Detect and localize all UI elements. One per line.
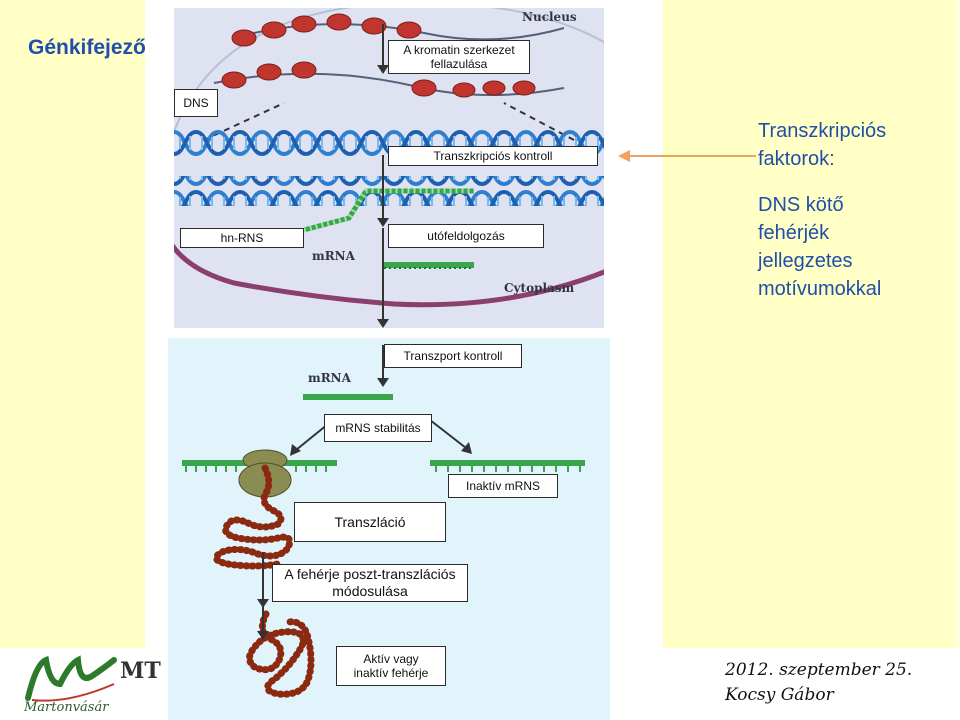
tf-body-line-1: DNS kötő	[758, 194, 844, 216]
label-ptm-line-2: módosulása	[332, 583, 408, 599]
tf-heading-line-1: Transzkripciós	[758, 120, 887, 142]
label-active-protein: Aktív vagy inaktív fehérje	[336, 646, 446, 686]
arrow-chromatin	[377, 24, 389, 74]
tf-body-line-4: motívumokkal	[758, 278, 882, 300]
label-ptm-line-1: A fehérje poszt-transzlációs	[284, 566, 456, 582]
slide-title: Génkifejeződés	[28, 36, 183, 59]
slide-edge	[952, 0, 960, 648]
arrow-translation	[257, 552, 269, 608]
footer-date: 2012. szeptember 25.	[725, 660, 913, 680]
arrow-transport	[377, 345, 389, 387]
label-transport-control: Transzport kontroll	[384, 344, 522, 368]
mrna-strand-top	[384, 262, 474, 268]
label-inactive-mrns: Inaktív mRNS	[448, 474, 558, 498]
mrna-strand-bottom	[303, 394, 393, 400]
label-active-line-2: inaktív fehérje	[353, 666, 429, 680]
logo-place: Martonvásár	[24, 700, 109, 715]
tf-heading-line-2: faktorok:	[758, 148, 835, 170]
mrna-label-top: mRNA	[312, 249, 355, 263]
label-post-translational: A fehérje poszt-transzlációs módosulása	[272, 564, 468, 602]
inactive-mrna-strand	[430, 460, 585, 466]
arrow-transcription	[377, 155, 389, 227]
arrow-ptm	[257, 598, 269, 640]
label-mrns-stability: mRNS stabilitás	[324, 414, 432, 442]
label-processing: utófeldolgozás	[388, 224, 544, 248]
cytoplasm-label: Cytoplasm	[504, 281, 575, 295]
arrow-processing	[377, 228, 389, 328]
tf-body-line-3: jellegzetes	[758, 250, 853, 272]
label-chromatin-line-2: fellazulása	[430, 57, 488, 71]
tf-body-line-2: fehérjék	[758, 222, 830, 244]
nucleosomes	[221, 13, 536, 98]
footer-author: Kocsy Gábor	[725, 685, 834, 705]
folded-protein	[246, 610, 315, 698]
nucleus-label: Nucleus	[522, 10, 577, 24]
label-translation: Transzláció	[294, 502, 446, 542]
cytoplasm-illustration	[182, 394, 585, 698]
label-chromatin: A kromatin szerkezet fellazulása	[388, 40, 530, 74]
label-dns: DNS	[174, 89, 218, 117]
mrna-label-bottom: mRNA	[308, 371, 351, 385]
label-chromatin-line-1: A kromatin szerkezet	[403, 43, 515, 57]
label-transcription-control: Transzkripciós kontroll	[388, 146, 598, 166]
label-active-line-1: Aktív vagy	[363, 652, 419, 666]
logo-abbrev: MT	[120, 658, 161, 684]
label-hn-rns: hn-RNS	[180, 228, 304, 248]
martonvasar-logo	[25, 655, 117, 702]
nascent-polypeptide	[212, 464, 294, 570]
nuclear-membrane	[174, 243, 604, 308]
tf-pointer-arrow	[618, 150, 756, 162]
